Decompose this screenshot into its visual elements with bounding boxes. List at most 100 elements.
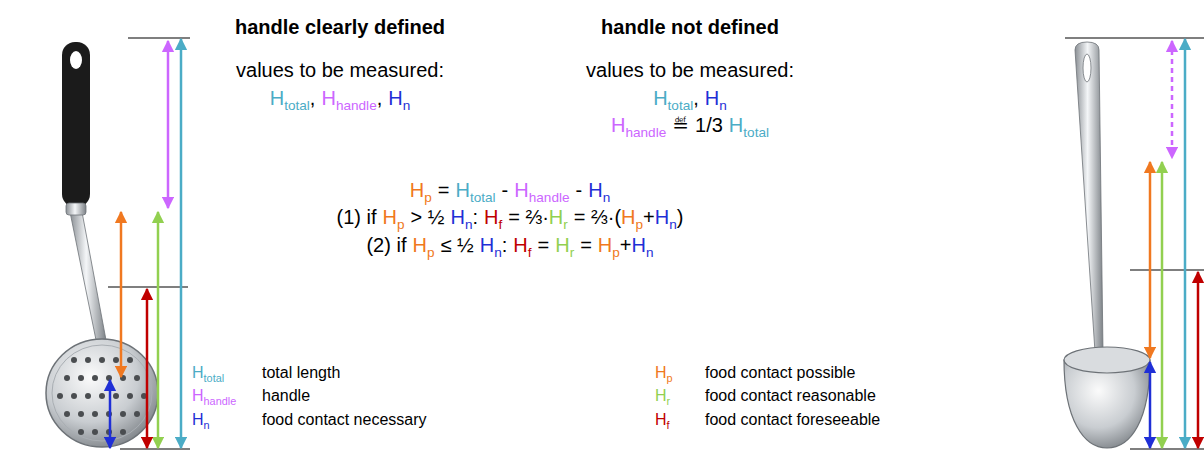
text-row: Hr [655,386,670,405]
total-arrow [180,39,183,448]
text-row: food contact reasonable [705,386,876,405]
symbol-subscript: total [284,98,310,113]
text-label: (1) if [337,205,377,229]
symbol-letter: H [621,206,635,228]
text-row: Hp [655,363,673,382]
possible-arrow [1149,162,1152,358]
hole [78,429,84,435]
hole [92,429,98,435]
symbol-subscript: n [646,245,654,260]
text-label: food contact necessary [262,410,427,429]
text-label: food contact possible [705,363,855,382]
text-row: total length [262,363,340,382]
text-label: handle clearly defined [235,15,445,39]
symbol-label: Hr [655,386,670,405]
skimmer-shaft [70,212,106,340]
symbol-letter: H [388,87,402,109]
text-row: Hhandle≝1/3Htotal [611,113,769,137]
hole [134,375,140,381]
text-row: (1) ifHp> ½Hn:Hf= ⅔·Hr= ⅔·(Hp+Hn) [337,205,684,229]
symbol-subscript: p [636,217,644,232]
symbol-label: Htotal [653,86,693,110]
symbol-label: Hp [410,178,432,202]
text-label: ≤ ½ [440,233,473,257]
text-label: = [580,233,592,257]
skimmer-rim [52,345,152,441]
symbol-subscript: f [498,217,502,232]
text-row: Hn [192,410,210,429]
symbol-subscript: handle [625,125,666,140]
symbol-letter: H [555,234,569,256]
text-label: + [643,205,655,229]
symbol-subscript: handle [204,395,237,407]
symbol-label: Hhandle [611,113,666,137]
ladle-drawing [1064,42,1150,448]
necessary-arrow [109,380,112,448]
skimmer-holes [57,357,147,435]
symbol-subscript: handle [529,190,570,205]
text-label: ) [677,205,684,229]
symbol-subscript: f [528,245,532,260]
text-row: Hhandle [192,386,236,405]
symbol-label: Hn [388,86,410,110]
symbol-label: Hr [555,233,574,257]
text-label: : [502,233,508,257]
text-label: food contact foreseeable [705,410,880,429]
symbol-letter: H [383,206,397,228]
text-label: : [472,205,478,229]
hole [78,375,84,381]
symbol-label: Hn [705,86,727,110]
hole [92,375,98,381]
symbol-subscript: n [204,419,210,431]
symbol-label: Hn [192,410,210,429]
reference-line [1130,448,1204,449]
symbol-letter: H [514,179,528,201]
text-label: + [620,233,632,257]
reference-line [1065,37,1204,38]
symbol-label: Hp [412,233,434,257]
hole [127,393,133,399]
symbol-subscript: n [465,217,473,232]
symbol-label: Hp [655,363,673,382]
text-row: Hf [655,410,670,429]
reference-line [128,37,190,38]
skimmer-collar [66,203,86,215]
hole [57,393,63,399]
text-label: , [310,86,316,110]
text-label: , [377,86,383,110]
hole [120,429,126,435]
text-row: handle [262,386,310,405]
possible-arrow [120,212,123,377]
symbol-subscript: total [668,98,694,113]
text-row: Htotal,Hhandle,Hn [270,86,411,110]
text-label: total length [262,363,340,382]
text-label: handle [262,386,310,405]
symbol-subscript: p [612,245,620,260]
symbol-subscript: n [603,190,611,205]
symbol-label: Hhandle [321,86,376,110]
reference-line [1130,269,1204,270]
symbol-letter: H [450,206,464,228]
hole [113,357,119,363]
handle-arrow [1171,41,1174,158]
symbol-subscript: handle [336,98,377,113]
ladle-rim [1064,347,1150,373]
text-row: handle clearly defined [235,15,445,39]
hole [64,375,70,381]
symbol-letter: H [480,234,494,256]
symbol-subscript: n [719,98,727,113]
skimmer-drawing [46,42,158,447]
symbol-label: Hhandle [514,178,569,202]
text-row: (2) ifHp≤ ½Hn:Hf=Hr=Hp+Hn [366,233,653,257]
hole [71,393,77,399]
text-label: values to be measured: [236,58,444,82]
symbol-letter: H [705,87,719,109]
symbol-letter: H [192,411,204,428]
text-row: values to be measured: [236,58,444,82]
text-label: handle not defined [601,15,779,39]
hole [134,411,140,417]
text-label: = [537,233,549,257]
ladle-handle [1075,42,1103,352]
symbol-letter: H [321,87,335,109]
